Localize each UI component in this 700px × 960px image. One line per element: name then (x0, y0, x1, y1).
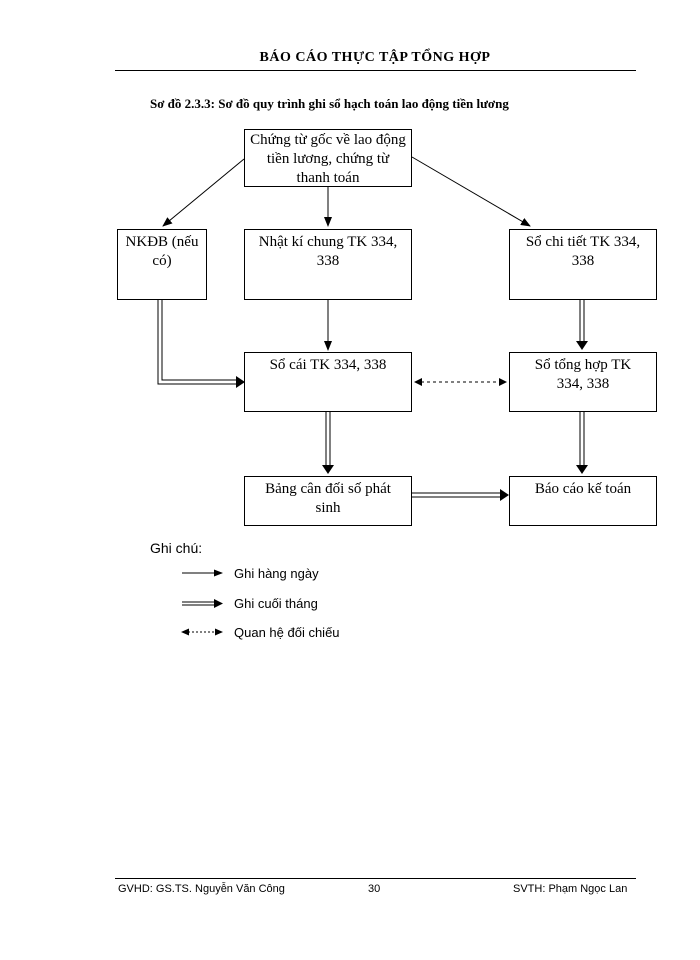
legend-month-end-label: Ghi cuối tháng (234, 596, 318, 611)
node-summary-ledger: Sổ tổng hợp TK 334, 338 (509, 352, 657, 412)
legend-title: Ghi chú: (150, 540, 203, 556)
arrow-nkdb-to-ledger (157, 300, 245, 388)
footer-student: SVTH: Phạm Ngọc Lan (513, 883, 628, 895)
legend-reconcile-icon (181, 628, 223, 636)
node-source-documents: Chứng từ gốc về lao động tiền lương, chứ… (244, 129, 412, 187)
arrow-ledger-summary-reconcile (414, 378, 507, 386)
node-trial-balance: Bảng cân đối số phát sinh (244, 476, 412, 526)
header-divider (115, 70, 636, 71)
arrow-source-to-nkdb (162, 158, 245, 227)
node-detail-ledger: Sổ chi tiết TK 334, 338 (509, 229, 657, 300)
arrow-detail-to-summary (576, 300, 588, 350)
node-nkdb: NKĐB (nếu có) (117, 229, 207, 300)
node-general-ledger: Sổ cái TK 334, 338 (244, 352, 412, 412)
arrow-trial-to-report (412, 489, 509, 501)
report-header-title: BÁO CÁO THỰC TẬP TỔNG HỢP (259, 50, 491, 65)
diagram-caption: Sơ đồ 2.3.3: Sơ đồ quy trình ghi sổ hạch… (150, 96, 509, 111)
node-general-journal: Nhật kí chung TK 334, 338 (244, 229, 412, 300)
arrow-source-to-detail (411, 156, 531, 227)
legend-reconcile-label: Quan hệ đối chiếu (234, 625, 340, 640)
legend-daily-label: Ghi hàng ngày (234, 566, 319, 581)
footer-divider (115, 878, 636, 879)
footer-supervisor: GVHD: GS.TS. Nguyễn Văn Công (118, 883, 285, 895)
legend-month-end-icon (182, 599, 223, 608)
node-accounting-report: Báo cáo kế toán (509, 476, 657, 526)
arrow-summary-to-report (576, 412, 588, 474)
arrow-ledger-to-trial (322, 412, 334, 474)
footer-page-number: 30 (368, 883, 381, 895)
